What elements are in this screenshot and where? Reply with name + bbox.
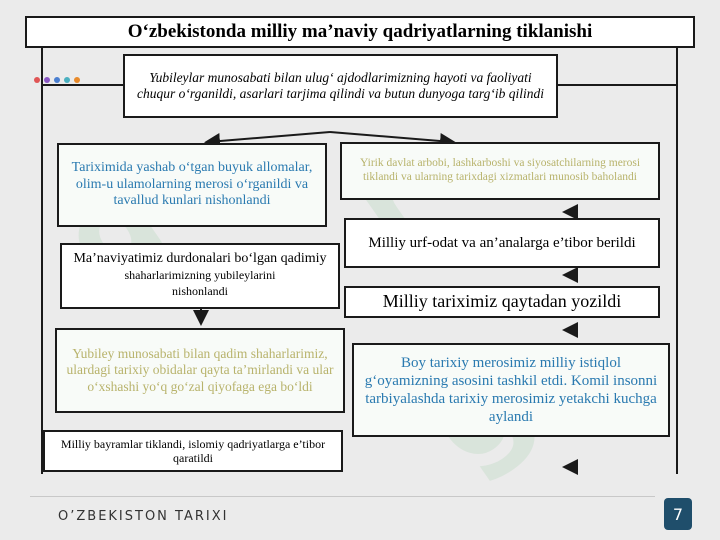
right-top-connector <box>558 84 676 86</box>
arrow-top-to-right <box>329 131 456 149</box>
node-left-3-text: Yubiley munosabati bilan qadim shaharlar… <box>66 346 334 394</box>
node-right-4: Boy tarixiy merosimiz milliy istiqlol g‘… <box>352 343 670 437</box>
node-left-2: Ma’naviyatimiz durdonalari bo‘lgan qadim… <box>60 243 340 309</box>
node-right-3: Milliy tariximiz qaytadan yozildi <box>344 286 660 318</box>
dot-2 <box>44 77 50 83</box>
dot-5 <box>74 77 80 83</box>
arrow-top-to-left <box>204 131 331 149</box>
page-number: 7 <box>672 504 684 524</box>
page-number-badge: 7 <box>664 498 692 530</box>
node-left-2-part-a: Ma’naviyatimiz durdonalari bo‘lgan qadim… <box>73 250 327 266</box>
footer-subject: O’ZBEKISTON TARIXI <box>58 509 229 524</box>
node-left-2-part-c: nishonlandi <box>172 284 228 299</box>
left-top-connector <box>41 84 123 86</box>
dot-1 <box>34 77 40 83</box>
node-right-4-text: Boy tarixiy merosimiz milliy istiqlol g‘… <box>364 355 658 425</box>
node-right-1: Yirik davlat arbobi, lashkarboshi va siy… <box>340 142 660 200</box>
slide-title-text: O‘zbekistonda milliy ma’naviy qadriyatla… <box>127 21 593 42</box>
node-left-2-part-b: shaharlarimizning yubileylarini <box>124 267 276 282</box>
node-top: Yubileylar munosabati bilan ulug‘ ajdodl… <box>123 54 558 118</box>
node-right-3-text: Milliy tariximiz qaytadan yozildi <box>382 291 622 312</box>
node-left-4-text: Milliy bayramlar tiklandi, islomiy qadri… <box>60 436 326 465</box>
node-left-3: Yubiley munosabati bilan qadim shaharlar… <box>55 328 345 413</box>
slide-title: O‘zbekistonda milliy ma’naviy qadriyatla… <box>25 16 695 48</box>
footer-divider <box>30 496 655 497</box>
node-right-2: Milliy urf-odat va an’analarga e’tibor b… <box>344 218 660 268</box>
node-top-text: Yubileylar munosabati bilan ulug‘ ajdodl… <box>136 69 544 101</box>
node-left-4: Milliy bayramlar tiklandi, islomiy qadri… <box>43 430 343 472</box>
node-left-1-text: Tariximida yashab o‘tgan buyuk allomalar… <box>71 159 313 209</box>
dot-3 <box>54 77 60 83</box>
right-trunk-line <box>676 48 678 474</box>
node-left-1: Tariximida yashab o‘tgan buyuk allomalar… <box>57 143 327 227</box>
dot-4 <box>64 77 70 83</box>
node-left-2-text: Ma’naviyatimiz durdonalari bo‘lgan qadim… <box>68 251 332 301</box>
node-right-2-text: Milliy urf-odat va an’analarga e’tibor b… <box>368 235 636 251</box>
node-right-1-text: Yirik davlat arbobi, lashkarboshi va siy… <box>359 157 641 183</box>
left-trunk-line <box>41 48 43 474</box>
